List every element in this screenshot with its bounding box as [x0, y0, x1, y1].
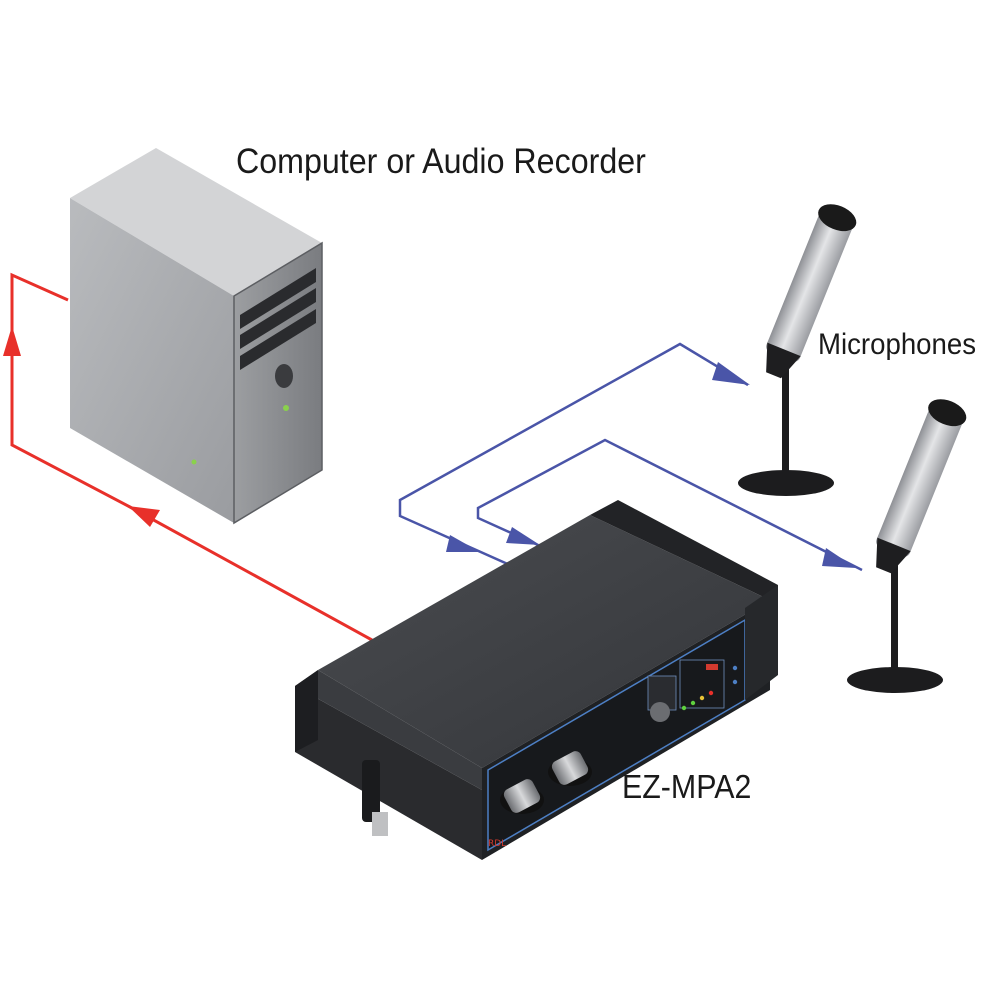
right-level-knob-icon [548, 751, 592, 786]
microphones-label: Microphones [818, 328, 977, 361]
mic-cable-2 [476, 438, 863, 572]
led-icon [699, 695, 705, 701]
mode-knob-icon [650, 702, 670, 722]
computer-label: Computer or Audio Recorder [236, 142, 646, 181]
mic-arrow-2 [822, 548, 856, 568]
led-icon [681, 705, 687, 711]
mic-cable-1 [398, 342, 749, 568]
preamplifier-box-icon: RDL [295, 500, 778, 860]
led-icon [732, 665, 738, 671]
output-arrow-upper [3, 326, 21, 356]
computer-tower-icon [70, 148, 323, 525]
mic-arrow-3 [446, 535, 480, 552]
mic-arrow-4 [506, 527, 540, 545]
device-label: EZ-MPA2 [622, 768, 752, 805]
microphone-on-stand-icon [847, 399, 967, 693]
svg-text:RDL: RDL [488, 839, 506, 849]
output-arrow-lower [128, 506, 160, 527]
led-icon [708, 690, 714, 696]
audio-output-cable [10, 272, 373, 642]
led-icon [690, 700, 696, 706]
left-level-knob-icon [500, 779, 544, 814]
mic-arrow-1 [712, 362, 750, 385]
led-icon [732, 679, 738, 685]
microphone-on-stand-icon [738, 204, 857, 496]
